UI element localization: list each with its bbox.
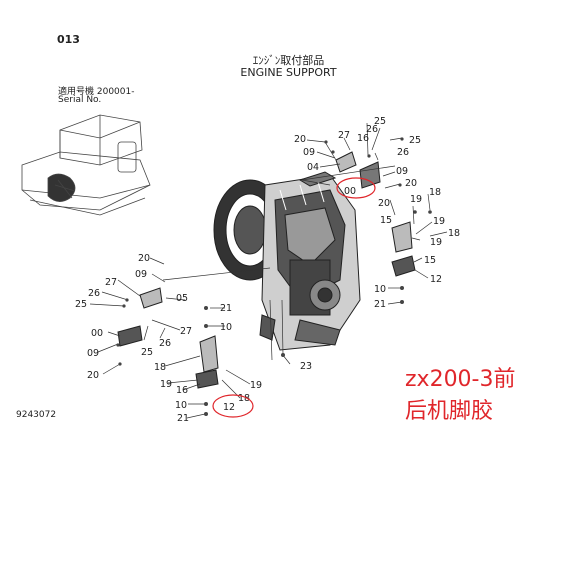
part-label: 20 [87, 370, 99, 381]
part-label: 27 [338, 130, 350, 141]
highlight-circle-part-12 [212, 394, 254, 418]
part-label: 19 [410, 194, 422, 205]
part-label: 10 [220, 322, 232, 333]
part-label: 09 [303, 147, 315, 158]
part-label: 19 [160, 379, 172, 390]
part-label: 20 [378, 198, 390, 209]
part-label: 12 [223, 402, 235, 413]
part-label: 26 [366, 124, 378, 135]
fasteners [116, 137, 432, 416]
highlight-marks [212, 177, 376, 418]
part-label: 04 [307, 162, 319, 173]
leader-lines [89, 122, 448, 419]
part-label: 20 [294, 134, 306, 145]
part-number-labels: 20 27 25 09 16 26 25 04 26 09 00 20 18 1… [75, 116, 460, 424]
part-label: 27 [105, 277, 117, 288]
part-label: 00 [344, 186, 356, 197]
part-label: 18 [154, 362, 166, 373]
part-label: 18 [429, 187, 441, 198]
part-label: 20 [405, 178, 417, 189]
part-label: 19 [430, 237, 442, 248]
part-label: 09 [87, 348, 99, 359]
part-label: 20 [138, 253, 150, 264]
excavator-thumbnail [21, 114, 151, 216]
part-label: 25 [75, 299, 87, 310]
part-label: 18 [448, 228, 460, 239]
part-label: 15 [424, 255, 436, 266]
diagram-title: ENGINE SUPPORT [240, 66, 337, 79]
part-label: 27 [180, 326, 192, 337]
part-label: 15 [380, 215, 392, 226]
part-label: 25 [141, 347, 153, 358]
part-label: 16 [357, 133, 369, 144]
mount-parts [117, 151, 416, 389]
part-label: 09 [135, 269, 147, 280]
page-number: 013 [57, 33, 80, 46]
engine-illustration [213, 171, 361, 351]
part-label: 12 [430, 274, 442, 285]
part-label: 19 [250, 380, 262, 391]
handwritten-annotation: zx200-3前 后机脚胶 [405, 364, 516, 428]
part-label: 16 [176, 385, 188, 396]
part-label: 26 [397, 147, 409, 158]
part-label: 05 [176, 293, 188, 304]
part-label: 21 [220, 303, 232, 314]
part-label: 18 [238, 393, 250, 404]
part-label: 25 [374, 116, 386, 127]
annotation-line-2: 后机脚胶 [405, 399, 494, 424]
part-label: 10 [374, 284, 386, 295]
part-label: 21 [374, 299, 386, 310]
document-number: 9243072 [16, 410, 57, 420]
part-label: 26 [88, 288, 100, 299]
serial-label-japanese: 適用号機 200001- [58, 87, 135, 97]
part-label: 19 [433, 216, 445, 227]
part-label: 23 [300, 361, 312, 372]
part-label: 10 [175, 400, 187, 411]
highlight-circle-part-00 [336, 177, 376, 199]
part-label: 26 [159, 338, 171, 349]
part-label: 00 [91, 328, 103, 339]
serial-label: Serial No. [58, 95, 102, 105]
part-label: 25 [409, 135, 421, 146]
annotation-line-1: zx200-3前 [405, 367, 516, 392]
part-label: 09 [396, 166, 408, 177]
part-label: 21 [177, 413, 189, 424]
diagram-title-japanese: ｴﾝｼﾞﾝ取付部品 [252, 54, 325, 67]
